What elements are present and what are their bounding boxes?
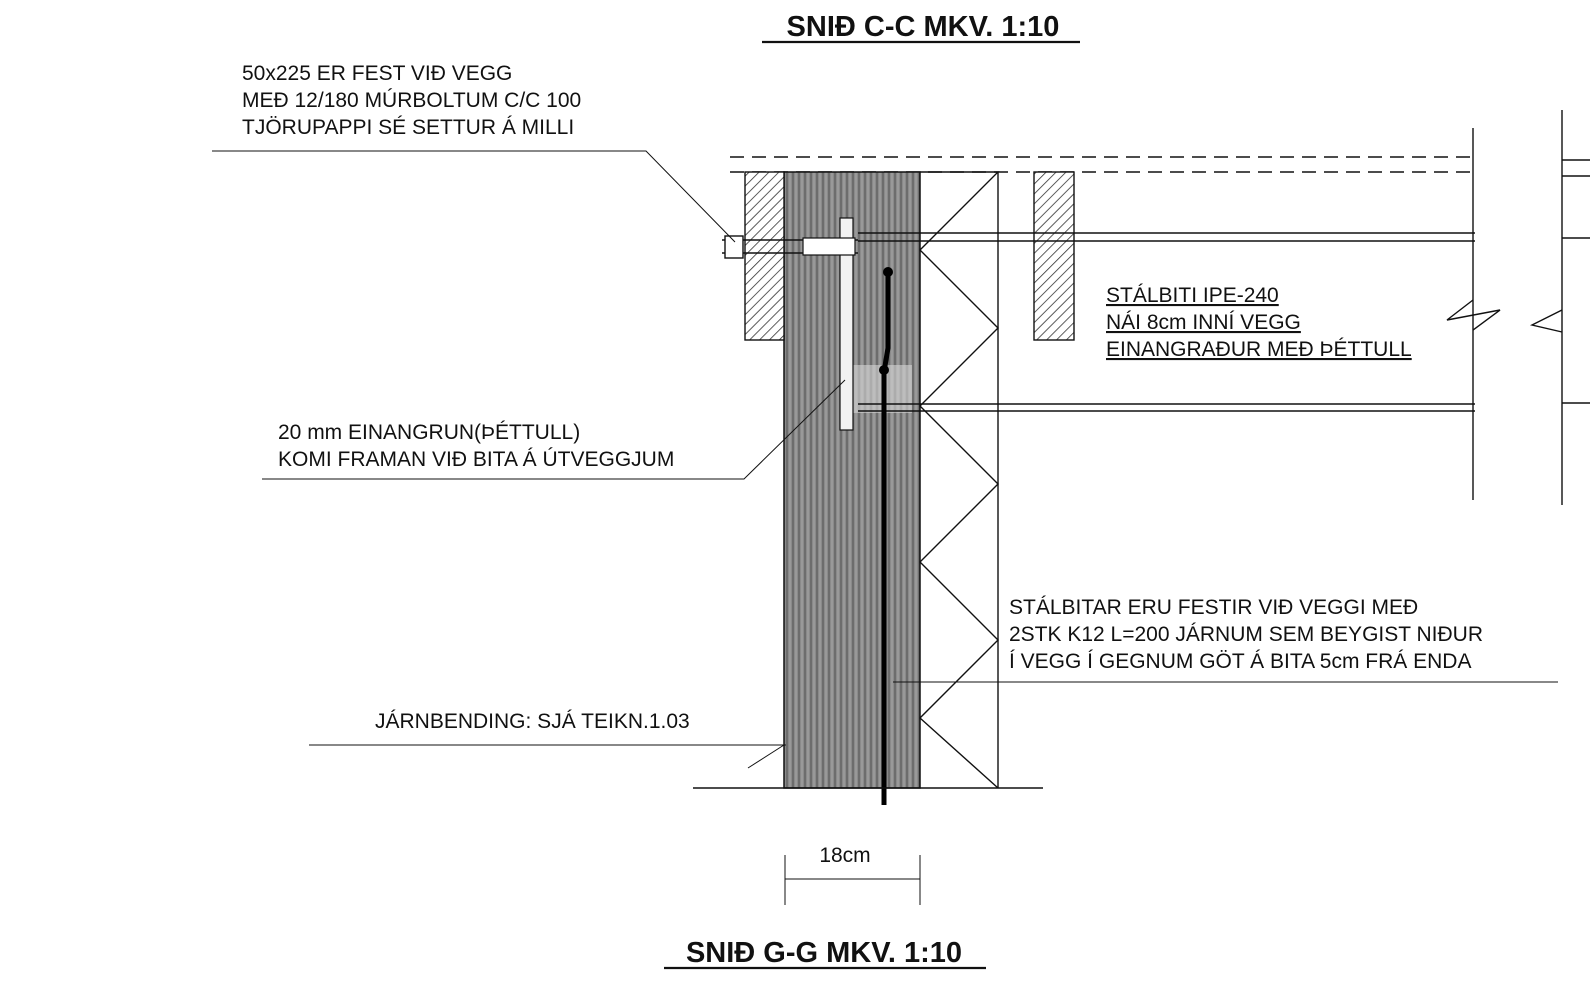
title-top-text: SNIÐ C-C MKV. 1:10 xyxy=(787,11,1060,43)
base-break-mark xyxy=(747,744,785,769)
note-steel-beam-line-2: NÁI 8cm INNÍ VEGG xyxy=(1106,311,1301,334)
leader-beam-fixing xyxy=(212,150,736,243)
rebar-k12 xyxy=(879,267,893,805)
note-steel-beam-line-3: EINANGRAÐUR MEÐ ÞÉTTULL xyxy=(1106,338,1412,361)
note-beam-anchor-line-2: 2STK K12 L=200 JÁRNUM SEM BEYGIST NIÐUR xyxy=(1009,623,1483,646)
note-insulation: 20 mm EINANGRUN(ÞÉTTULL) KOMI FRAMAN VIÐ… xyxy=(262,379,846,480)
note-beam-fixing-line-2: MEÐ 12/180 MÚRBOLTUM C/C 100 xyxy=(242,89,581,112)
title-bottom-text: SNIÐ G-G MKV. 1:10 xyxy=(686,937,962,969)
note-insulation-line-1: 20 mm EINANGRUN(ÞÉTTULL) xyxy=(278,421,580,444)
note-beam-fixing: 50x225 ER FEST VIÐ VEGG MEÐ 12/180 MÚRBO… xyxy=(212,62,736,243)
note-steel-beam-line-1: STÁLBITI IPE-240 xyxy=(1106,284,1279,307)
note-insulation-line-2: KOMI FRAMAN VIÐ BITA Á ÚTVEGGJUM xyxy=(278,448,674,471)
steel-beam-ipe240 xyxy=(858,110,1590,505)
wall-insulation-zigzag xyxy=(918,171,1000,789)
wall-highlight xyxy=(846,365,912,413)
title-top: SNIÐ C-C MKV. 1:10 xyxy=(762,11,1080,44)
leader-insulation xyxy=(262,379,846,480)
note-rebar-text: JÁRNBENDING: SJÁ TEIKN.1.03 xyxy=(375,710,690,733)
note-steel-beam: STÁLBITI IPE-240 NÁI 8cm INNÍ VEGG EINAN… xyxy=(1106,284,1412,361)
anchor-bolt xyxy=(722,235,858,259)
note-beam-anchor-line-3: Í VEGG Í GEGNUM GÖT Á BITA 5cm FRÁ ENDA xyxy=(1009,650,1471,673)
timber-ledger-right xyxy=(1033,171,1075,341)
timber-ledger-left xyxy=(744,171,785,341)
dimension-wall-thickness: 18cm xyxy=(784,844,921,905)
note-rebar: JÁRNBENDING: SJÁ TEIKN.1.03 xyxy=(309,710,786,746)
title-bottom: SNIÐ G-G MKV. 1:10 xyxy=(664,937,986,970)
dimension-text: 18cm xyxy=(819,844,870,867)
insulation-strip xyxy=(839,217,854,431)
note-beam-anchor-line-1: STÁLBITAR ERU FESTIR VIÐ VEGGI MEÐ xyxy=(1009,596,1418,619)
note-beam-fixing-line-3: TJÖRUPAPPI SÉ SETTUR Á MILLI xyxy=(242,116,574,139)
dashed-slab-outline xyxy=(730,156,1470,173)
note-beam-fixing-line-1: 50x225 ER FEST VIÐ VEGG xyxy=(242,62,512,85)
note-beam-anchor: STÁLBITAR ERU FESTIR VIÐ VEGGI MEÐ 2STK … xyxy=(893,596,1558,683)
